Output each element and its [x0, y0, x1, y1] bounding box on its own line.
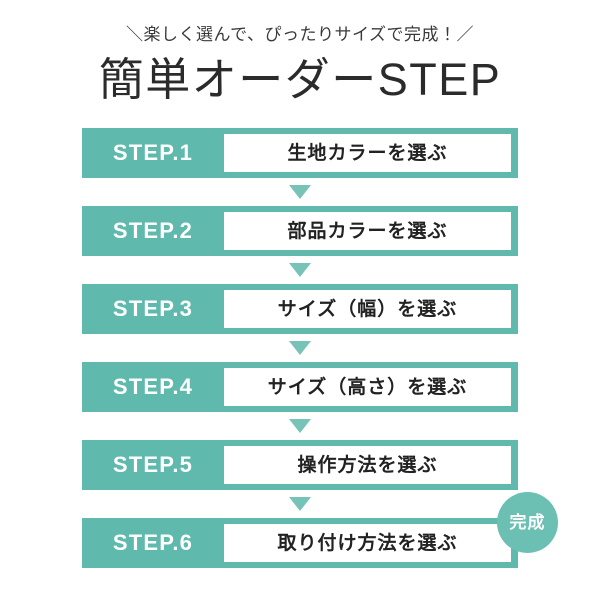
- step-description: 生地カラーを選ぶ: [224, 134, 511, 172]
- arrow-down-icon: [289, 497, 311, 511]
- step-row[interactable]: STEP.3 サイズ（幅）を選ぶ: [82, 284, 518, 334]
- step-connector: [82, 412, 518, 440]
- step-label: STEP.3: [112, 295, 194, 321]
- arrow-down-icon: [289, 419, 311, 433]
- step-label: STEP.4: [112, 373, 194, 399]
- step-connector: [82, 490, 518, 518]
- step-description: 部品カラーを選ぶ: [224, 212, 511, 250]
- header: ＼楽しく選んで、ぴったりサイズで完成！／ 簡単オーダーSTEP: [0, 0, 600, 103]
- completion-badge: 完成: [497, 492, 558, 553]
- step-row[interactable]: STEP.1 生地カラーを選ぶ: [82, 128, 518, 178]
- step-row[interactable]: STEP.4 サイズ（高さ）を選ぶ: [82, 362, 518, 412]
- step-description: サイズ（幅）を選ぶ: [224, 290, 511, 328]
- step-description: 取り付け方法を選ぶ: [224, 524, 511, 562]
- arrow-down-icon: [289, 263, 311, 277]
- page-title: 簡単オーダーSTEP: [98, 54, 502, 105]
- step-row[interactable]: STEP.2 部品カラーを選ぶ: [82, 206, 518, 256]
- step-connector: [82, 256, 518, 284]
- step-row[interactable]: STEP.6 取り付け方法を選ぶ: [82, 518, 518, 568]
- step-row[interactable]: STEP.5 操作方法を選ぶ: [82, 440, 518, 490]
- step-description: 操作方法を選ぶ: [224, 446, 511, 484]
- step-label: STEP.2: [112, 217, 194, 243]
- arrow-down-icon: [289, 185, 311, 199]
- step-list: STEP.1 生地カラーを選ぶ STEP.2 部品カラーを選ぶ STEP.3 サ…: [82, 128, 518, 568]
- step-description: サイズ（高さ）を選ぶ: [224, 368, 511, 406]
- step-label: STEP.6: [112, 529, 194, 555]
- step-connector: [82, 178, 518, 206]
- step-label: STEP.1: [112, 139, 194, 165]
- step-label: STEP.5: [112, 451, 194, 477]
- arrow-down-icon: [289, 341, 311, 355]
- step-connector: [82, 334, 518, 362]
- header-subtitle: ＼楽しく選んで、ぴったりサイズで完成！／: [126, 25, 474, 44]
